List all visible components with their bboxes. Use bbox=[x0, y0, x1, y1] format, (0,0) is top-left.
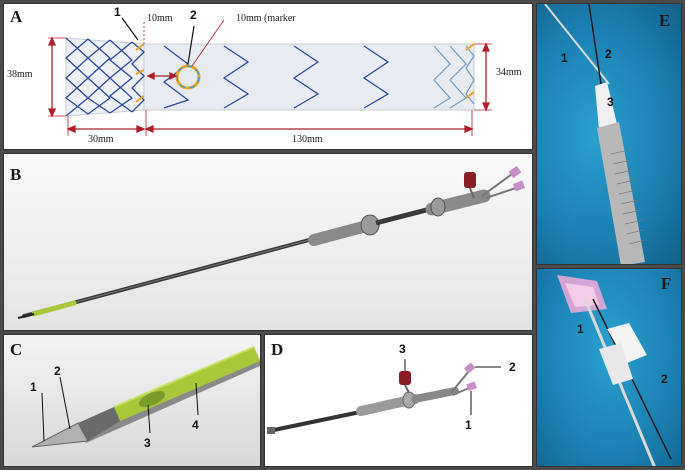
callout-d3: 3 bbox=[399, 342, 406, 356]
offset-label: 10mm bbox=[147, 13, 173, 24]
flare-mesh bbox=[64, 37, 145, 117]
callout-e3: 3 bbox=[607, 95, 614, 109]
stent-flare bbox=[65, 37, 145, 117]
body-zigzags bbox=[162, 45, 390, 109]
end-mesh bbox=[433, 45, 475, 109]
panel-d: D 3 2 1 bbox=[264, 334, 533, 467]
panel-b: B bbox=[3, 153, 533, 331]
callout-d2: 2 bbox=[509, 360, 516, 374]
callout-c1: 1 bbox=[30, 380, 37, 394]
panel-f: F 1 2 bbox=[536, 268, 682, 467]
body-length-label: 130mm bbox=[292, 134, 323, 145]
callout-c2: 2 bbox=[54, 364, 61, 378]
panel-b-label: B bbox=[10, 165, 22, 184]
diameter-left-label: 38mm bbox=[7, 69, 33, 80]
diameter-right-label: 34mm bbox=[496, 67, 522, 78]
panel-d-label: D bbox=[271, 340, 284, 359]
callout-2: 2 bbox=[190, 8, 197, 22]
panel-c-label: C bbox=[10, 340, 23, 359]
panel-a-label: A bbox=[10, 7, 23, 26]
panel-a: A 1 2 10mm 10mm (marker 38mm 34mm 30mm 1… bbox=[3, 3, 533, 150]
callout-c3: 3 bbox=[144, 436, 151, 450]
callout-c4: 4 bbox=[192, 418, 199, 432]
handle-render bbox=[267, 359, 501, 434]
stent-body bbox=[144, 44, 474, 110]
panel-e-label: E bbox=[659, 11, 671, 30]
panel-c: C 1 2 3 4 bbox=[3, 334, 261, 467]
marker-label: 10mm (marker bbox=[236, 13, 296, 24]
callout-e1: 1 bbox=[561, 51, 568, 65]
stent-diagram bbox=[48, 17, 492, 136]
flare-length-label: 30mm bbox=[88, 134, 114, 145]
delivery-system-render bbox=[17, 165, 526, 319]
callout-1: 1 bbox=[114, 5, 121, 19]
photo-e bbox=[544, 4, 646, 264]
callout-e2: 2 bbox=[605, 47, 612, 61]
callout-f1: 1 bbox=[577, 322, 584, 336]
callout-f2: 2 bbox=[661, 372, 668, 386]
sheath-tip-render bbox=[31, 346, 260, 448]
panel-f-label: F bbox=[661, 274, 672, 293]
dimension-lines bbox=[48, 19, 492, 136]
callout-d1: 1 bbox=[465, 418, 472, 432]
panel-e: E 1 2 3 bbox=[536, 3, 682, 265]
photo-f bbox=[557, 275, 672, 466]
